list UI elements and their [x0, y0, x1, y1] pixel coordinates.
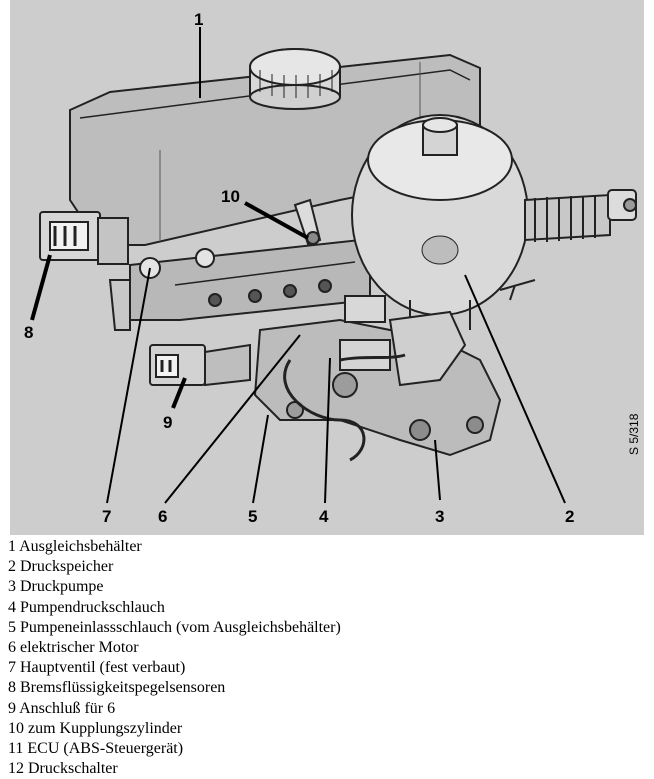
callout-5: 5 — [248, 507, 257, 526]
valve-body-shape — [108, 238, 371, 331]
spring-rod-shape — [524, 189, 637, 242]
legend-item-3: 3 Druckpumpe — [8, 578, 104, 596]
callout-1: 1 — [194, 10, 203, 29]
callout-6: 6 — [158, 507, 167, 526]
motor-connector-shape — [149, 343, 251, 387]
drawing-code: S 5/318 — [627, 413, 641, 455]
callout-3: 3 — [435, 507, 444, 526]
callout-9: 9 — [163, 413, 172, 432]
leader-lines — [30, 27, 566, 504]
abs-unit-drawing: 1 2 3 4 5 6 7 8 9 10 S 5/318 — [10, 0, 644, 535]
callout-4: 4 — [319, 507, 329, 526]
hose-shapes — [283, 353, 406, 462]
legend-item-12: 12 Druckschalter — [8, 760, 118, 778]
legend-item-9: 9 Anschluß für 6 — [8, 699, 116, 717]
legend-item-2: 2 Druckspeicher — [8, 558, 114, 576]
legend-item-11: 11 ECU (ABS-Steuergerät) — [8, 740, 184, 758]
callout-7: 7 — [102, 507, 111, 526]
bracket-shape — [499, 279, 536, 301]
parts-legend: 1 Ausgleichsbehälter 2 Druckspeicher 3 D… — [8, 537, 341, 779]
callout-8: 8 — [24, 323, 33, 342]
pump-motor-shape — [253, 295, 502, 457]
sensor-connector-shape — [39, 211, 129, 265]
callout-2: 2 — [565, 507, 574, 526]
legend-item-4: 4 Pumpendruckschlauch — [8, 598, 165, 616]
legend-item-1: 1 Ausgleichsbehälter — [8, 538, 142, 555]
accumulator-shape — [351, 114, 529, 330]
legend-item-10: 10 zum Kupplungszylinder — [8, 719, 183, 737]
legend-item-5: 5 Pumpeneinlassschlauch (vom Ausgleichsb… — [8, 618, 341, 636]
legend-item-7: 7 Hauptventil (fest verbaut) — [8, 659, 186, 677]
technical-illustration: 1 2 3 4 5 6 7 8 9 10 S 5/318 — [10, 0, 644, 535]
clutch-pipe-shape — [293, 198, 322, 246]
callout-10: 10 — [221, 187, 240, 206]
legend-item-8: 8 Bremsflüssigkeitspegelsensoren — [8, 679, 226, 697]
legend-item-6: 6 elektrischer Motor — [8, 639, 139, 657]
